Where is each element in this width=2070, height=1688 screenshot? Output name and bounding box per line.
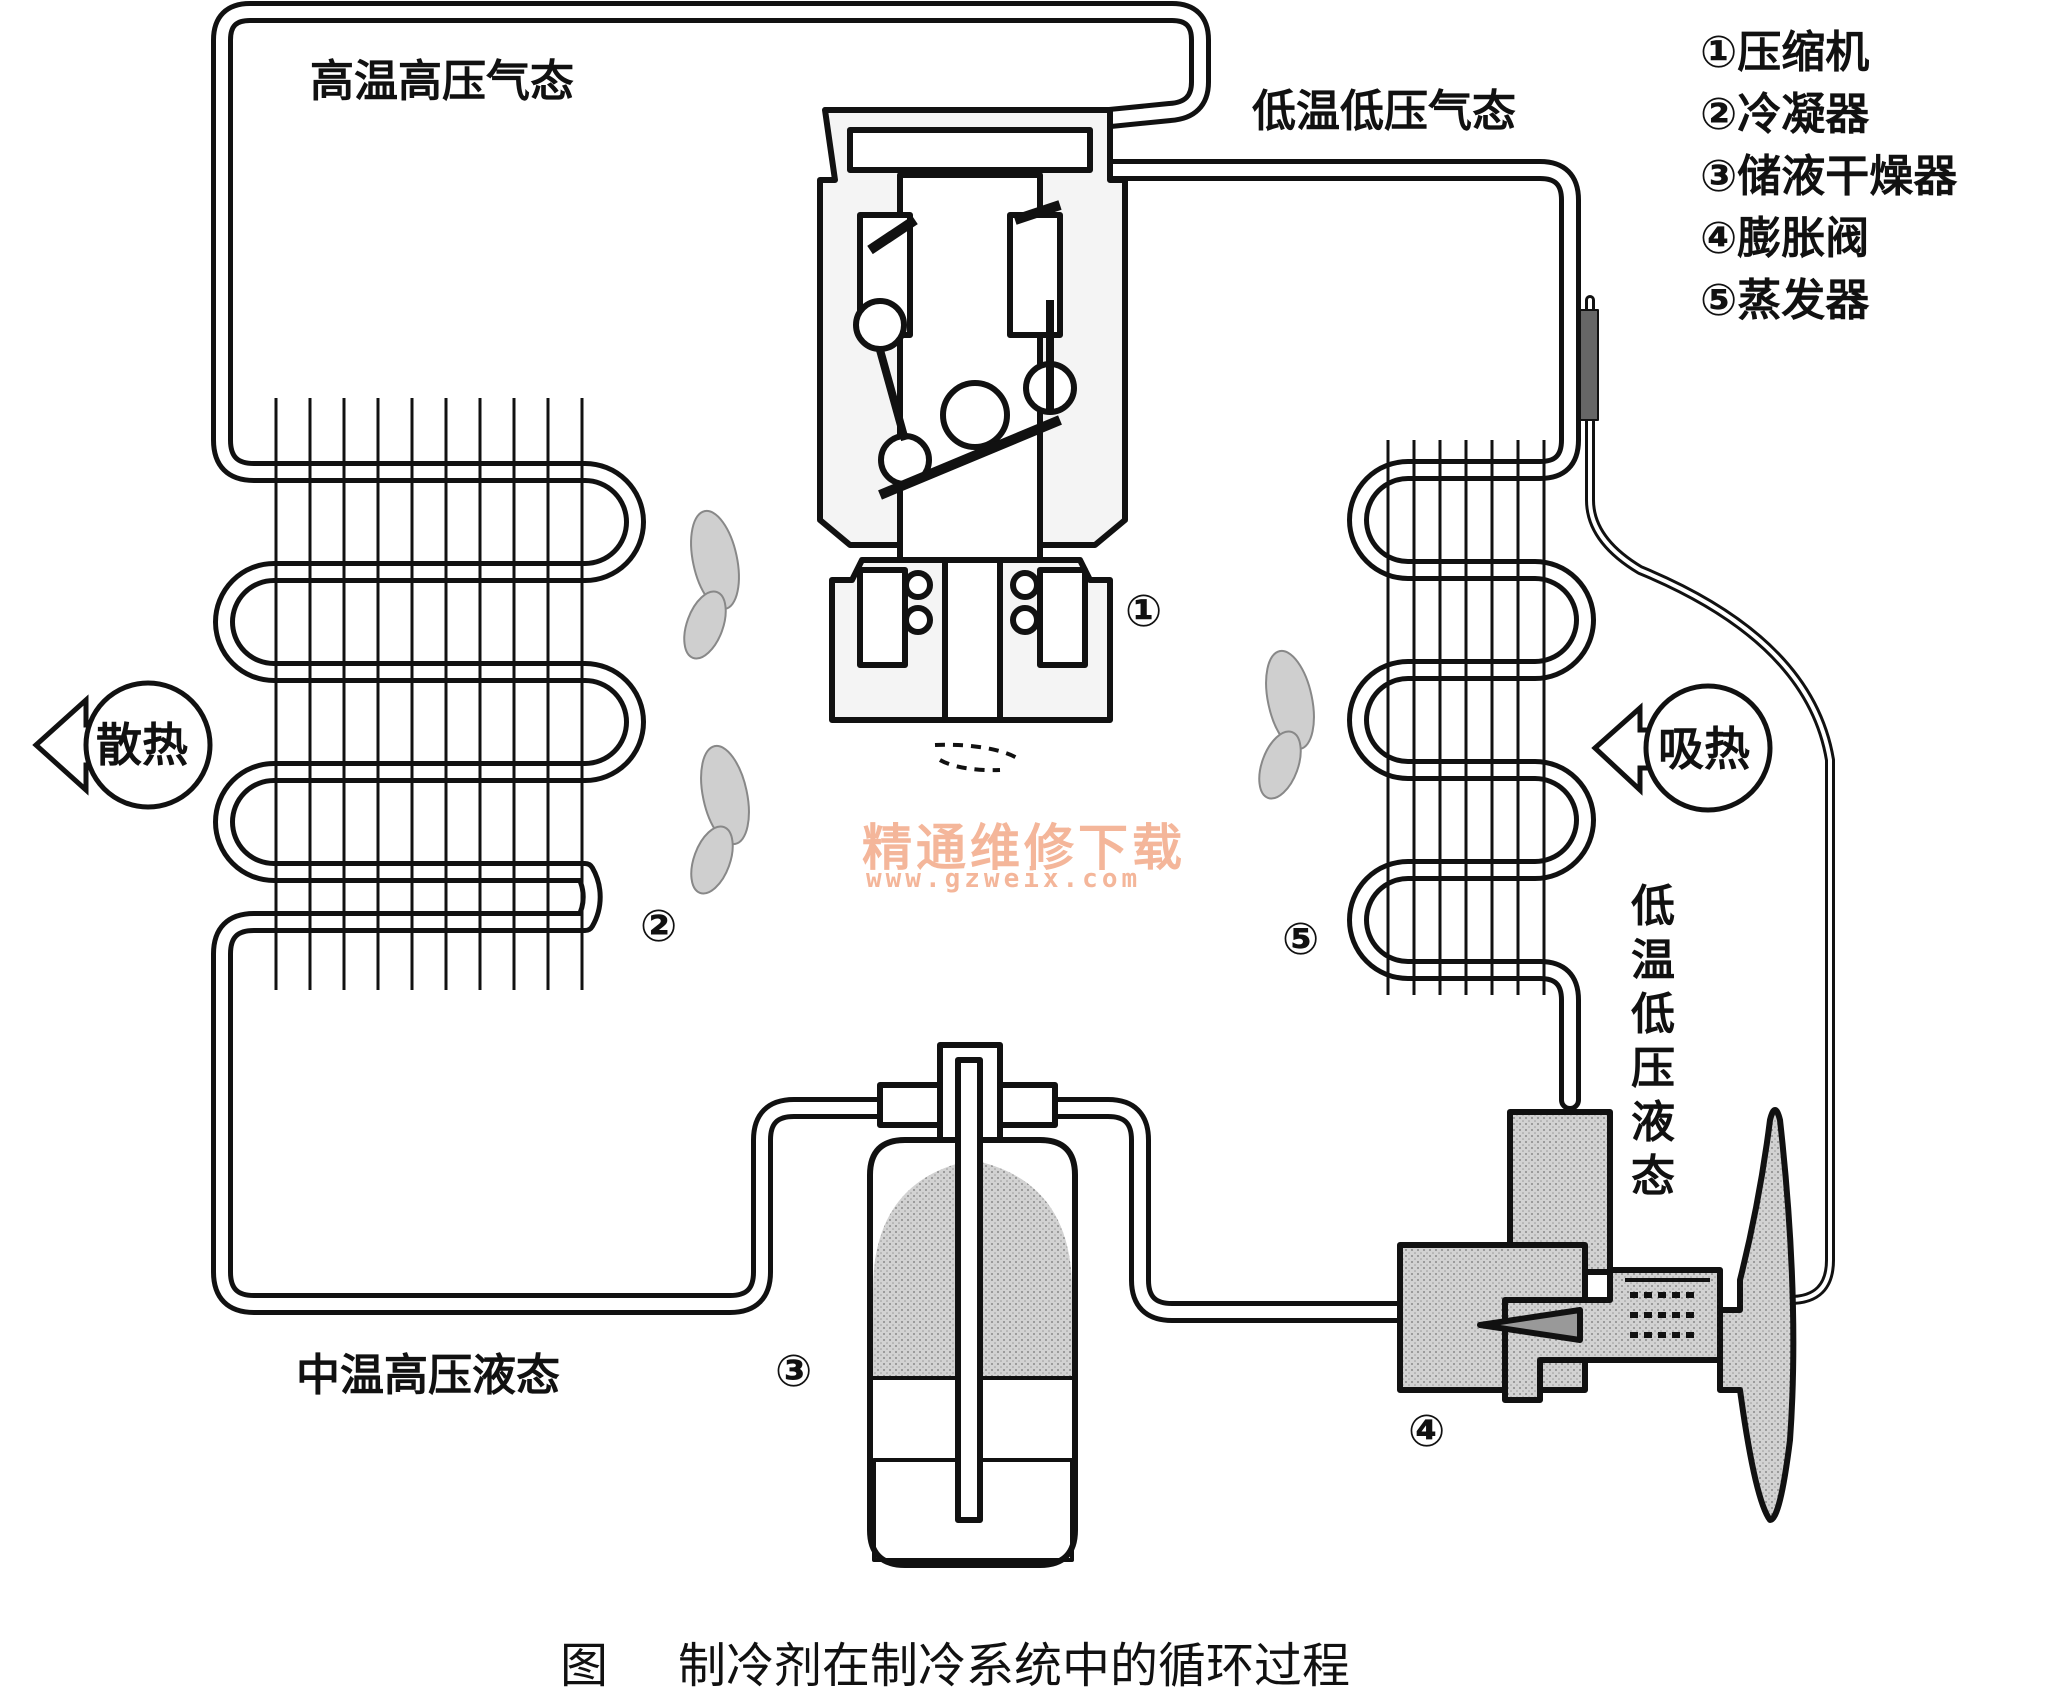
legend-item: ②冷凝器 bbox=[1700, 89, 1870, 140]
heat-release-label: 散热 bbox=[96, 718, 188, 772]
compressor bbox=[817, 107, 1128, 773]
evaporator-fins bbox=[1386, 440, 1546, 995]
evaporator-fan bbox=[1258, 649, 1315, 800]
heat-release-bubble bbox=[32, 680, 213, 810]
figure-caption-text: 制冷剂在制冷系统中的循环过程 bbox=[678, 1638, 1351, 1688]
receiver-drier-number: ③ bbox=[775, 1346, 813, 1397]
label-mid-temp-high-pressure-liquid: 中温高压液态 bbox=[296, 1350, 560, 1401]
receiver-drier bbox=[867, 1042, 1078, 1568]
legend-item: ③储液干燥器 bbox=[1700, 151, 1958, 202]
label-low-temp-low-pressure-gas: 低温低压气态 bbox=[1252, 86, 1516, 137]
heat-absorb-label: 吸热 bbox=[1658, 722, 1750, 776]
watermark-url: www.gzweix.com bbox=[866, 864, 1142, 894]
expansion-valve-number: ④ bbox=[1408, 1406, 1446, 1457]
legend-item: ①压缩机 bbox=[1700, 27, 1870, 78]
refrigerant-pipe bbox=[211, 1, 1835, 1323]
legend-item: ⑤蒸发器 bbox=[1700, 275, 1870, 326]
label-high-temp-high-pressure-gas: 高温高压气态 bbox=[310, 56, 574, 107]
evaporator-number: ⑤ bbox=[1282, 914, 1320, 965]
expansion-valve bbox=[1397, 1107, 1797, 1523]
figure-label: 图 bbox=[560, 1638, 609, 1688]
compressor-number: ① bbox=[1125, 586, 1163, 637]
legend-item: ④膨胀阀 bbox=[1700, 213, 1870, 264]
component-legend: ①压缩机 ②冷凝器 ③储液干燥器 ④膨胀阀 ⑤蒸发器 bbox=[1700, 22, 1957, 332]
condenser-number: ② bbox=[640, 901, 678, 952]
watermark-title: 精通维修下载 bbox=[862, 819, 1186, 877]
condenser-fins bbox=[274, 398, 584, 990]
figure-caption: 图 制冷剂在制冷系统中的循环过程 bbox=[560, 1626, 1350, 1688]
label-low-temp-low-pressure-liquid: 低温低压液态 bbox=[1631, 881, 1675, 1202]
heat-absorb-bubble bbox=[1591, 683, 1773, 813]
condenser-fans bbox=[683, 509, 750, 895]
